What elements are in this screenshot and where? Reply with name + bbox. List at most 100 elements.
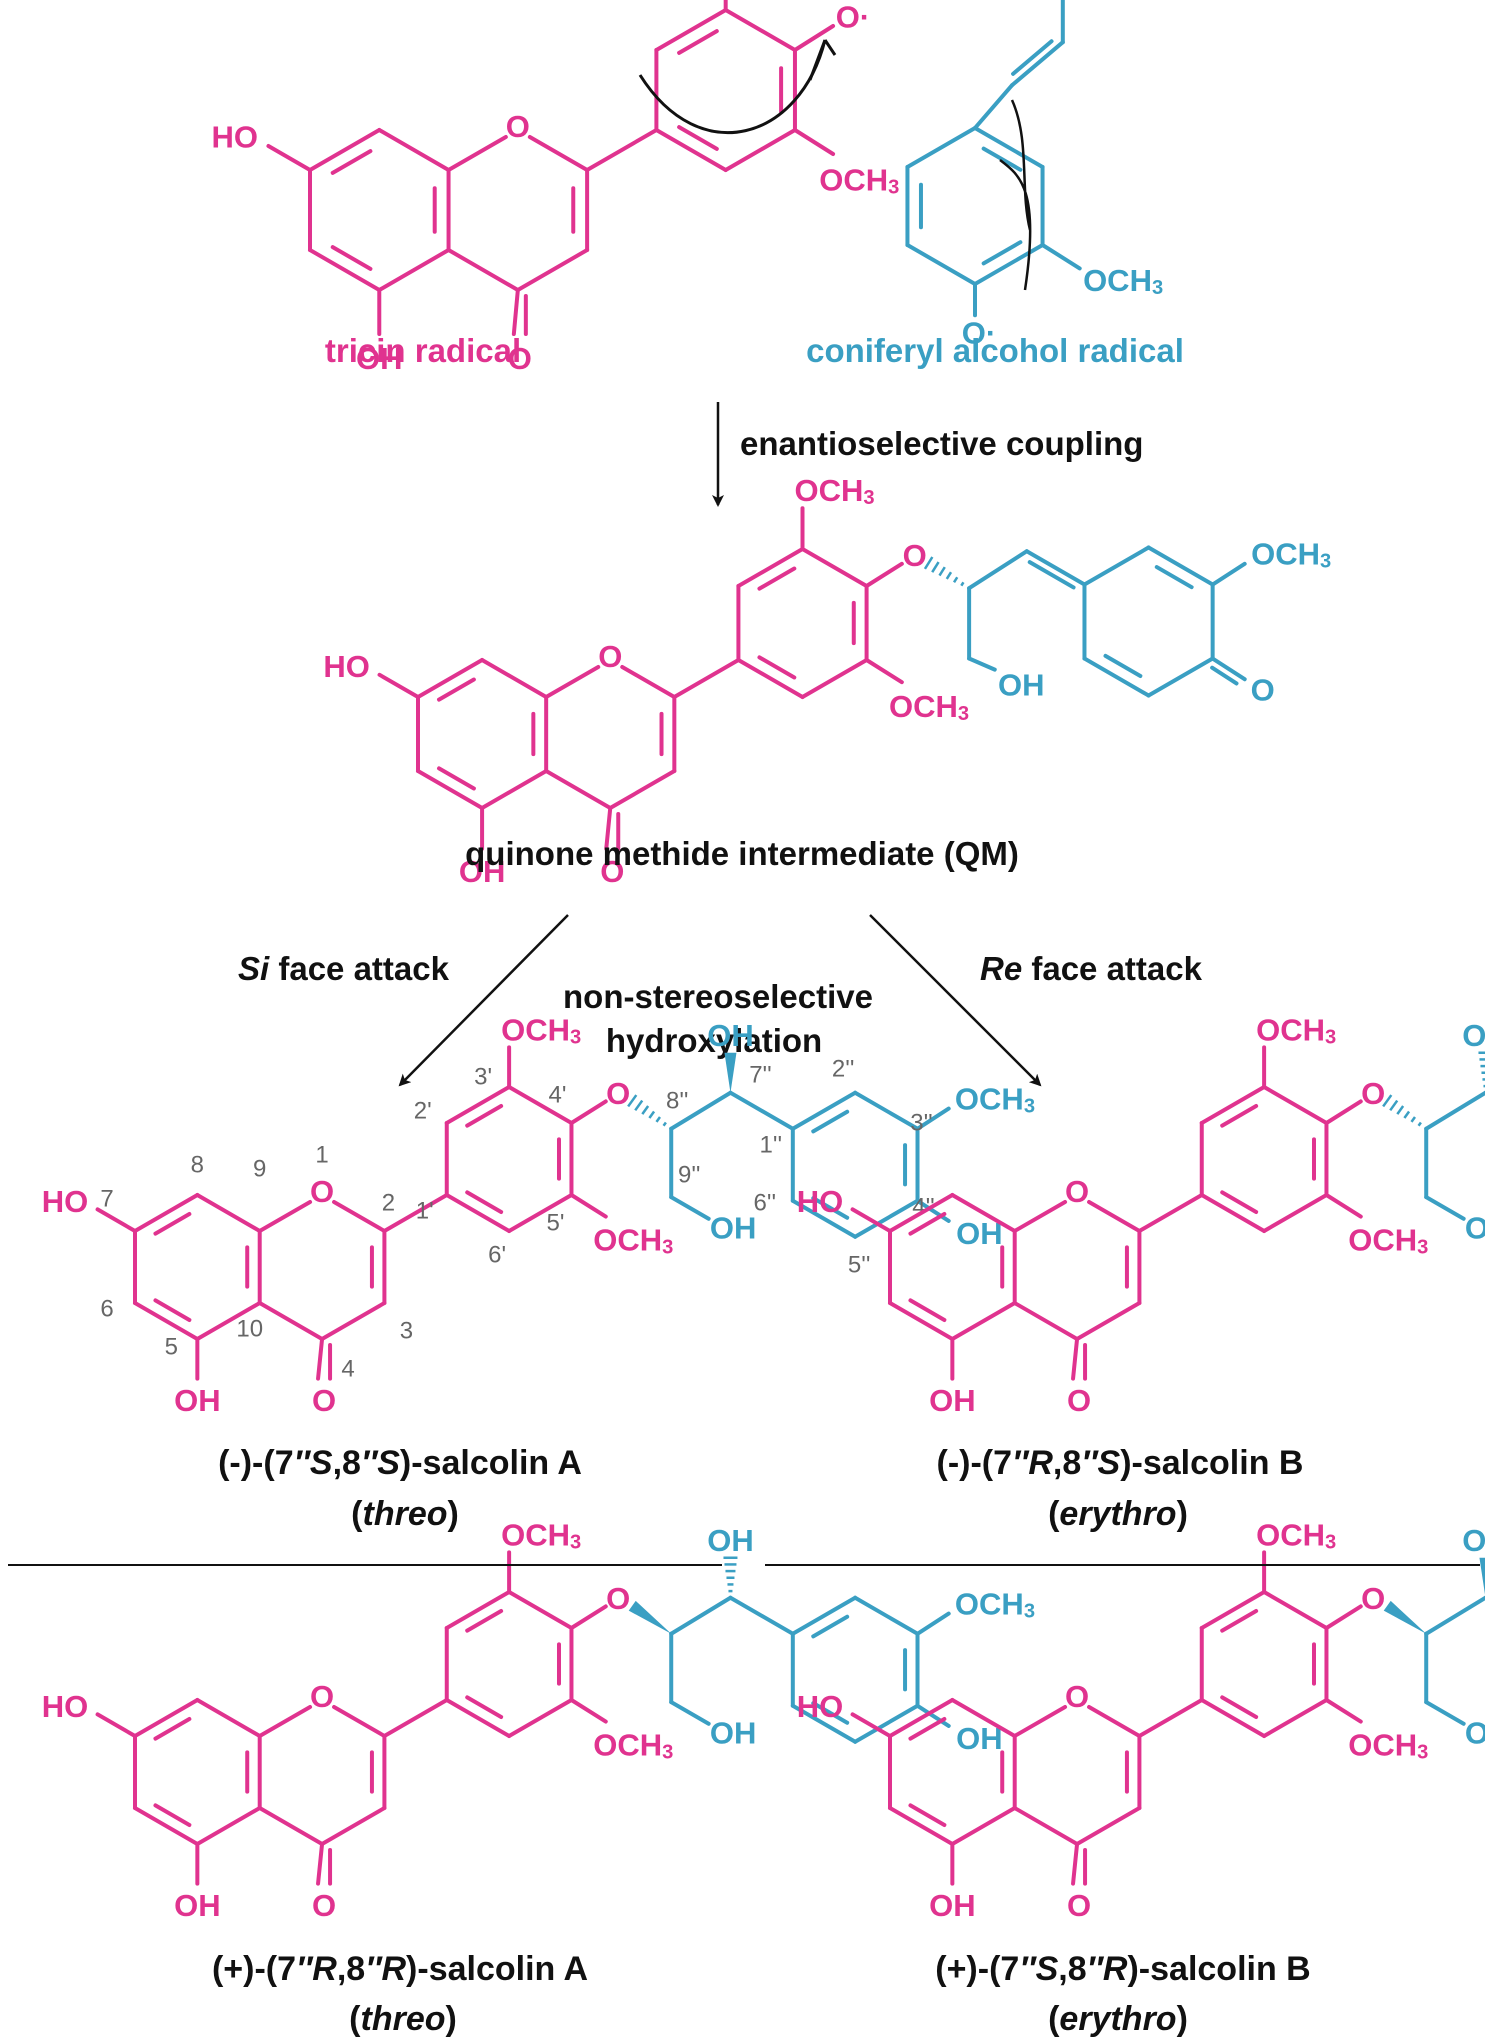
bond	[1262, 1085, 1329, 1125]
bond	[608, 769, 677, 810]
bond	[1137, 1193, 1204, 1233]
radical-coupling-halfhead	[808, 39, 837, 81]
atom-label: O	[310, 1174, 334, 1209]
salcolin-b-minus-config: (erythro)	[1048, 1495, 1188, 1533]
hash-bond	[1410, 1116, 1416, 1123]
bond	[133, 1698, 200, 1738]
bond	[1262, 1590, 1329, 1630]
atom-label: HO	[797, 1688, 844, 1723]
bond	[800, 547, 869, 588]
atom-label: OH	[459, 853, 506, 888]
bond	[569, 1193, 608, 1219]
atom-number: 4'	[548, 1082, 566, 1109]
bond	[377, 128, 451, 172]
atom-number: 9''	[678, 1162, 701, 1189]
bond	[1199, 1590, 1267, 1630]
bond	[257, 1806, 325, 1846]
bond	[507, 1590, 574, 1630]
atom-label: HO	[212, 119, 259, 154]
bond	[736, 658, 805, 699]
bond	[382, 1193, 449, 1233]
atom-label: O	[1361, 1580, 1385, 1615]
bond	[544, 769, 613, 810]
atom-label: OH	[1465, 1210, 1485, 1245]
bond	[416, 769, 485, 810]
hash-bond	[1389, 1099, 1399, 1112]
atom-label: OCH3	[1348, 1222, 1428, 1259]
bond	[654, 128, 728, 172]
atom-label: O	[310, 1679, 334, 1714]
bond	[1082, 656, 1151, 698]
atom-label: OH	[1462, 1522, 1485, 1557]
bond	[723, 8, 797, 52]
hash-bond	[1382, 1094, 1393, 1108]
bond	[515, 248, 590, 292]
bond	[950, 1301, 1017, 1341]
bond	[1424, 1700, 1466, 1726]
atom-label: OCH3	[819, 162, 899, 199]
bond	[672, 658, 741, 699]
double-bond	[811, 1109, 850, 1134]
atom-number: 3''	[910, 1109, 933, 1136]
atom-label: O	[506, 109, 530, 144]
bond	[195, 1193, 262, 1233]
double-bond	[908, 1298, 947, 1322]
bond	[1137, 1698, 1204, 1738]
bond	[308, 248, 382, 292]
bond	[1012, 1200, 1068, 1233]
bond	[973, 243, 1045, 286]
atom-label: O	[903, 537, 927, 572]
atom-label: O	[1065, 1174, 1089, 1209]
bond	[569, 1604, 608, 1630]
bond	[1424, 1195, 1466, 1221]
atom-label: OCH3	[501, 1012, 581, 1049]
hash-bond	[1417, 1121, 1422, 1127]
bond	[604, 806, 613, 851]
bond	[133, 1193, 200, 1233]
atom-label: OCH3	[1348, 1727, 1428, 1764]
wedge-bond	[628, 1600, 672, 1634]
bond	[669, 1195, 711, 1221]
atom-number: 5'	[546, 1210, 564, 1237]
bond	[888, 1698, 955, 1738]
bond	[569, 1698, 608, 1724]
atom-label: OH	[1465, 1715, 1485, 1750]
bond	[1210, 561, 1247, 587]
salcolin-a-minus-config: (threo)	[351, 1495, 459, 1533]
bond	[382, 1698, 449, 1738]
bond	[905, 126, 977, 169]
double-bond	[1220, 1190, 1259, 1214]
hydroxylation-label-line2: hydroxylation	[606, 1022, 822, 1059]
radical-coupling-arrow	[638, 39, 827, 134]
atom-label: O	[508, 341, 532, 376]
double-bond	[908, 1717, 947, 1741]
atom-label: OCH3	[593, 1222, 673, 1259]
bond	[95, 1712, 137, 1738]
coniferyl-alcohol-radical-label: coniferyl alcohol radical	[806, 332, 1184, 369]
atom-label: OCH3	[1256, 1012, 1336, 1049]
atom-number: 3'	[474, 1064, 492, 1091]
bond	[377, 248, 451, 292]
atom-label: OCH3	[889, 688, 969, 725]
bond	[569, 1099, 608, 1125]
bond	[257, 1705, 313, 1738]
atom-number: 2'	[414, 1098, 432, 1125]
bond	[1262, 1193, 1329, 1233]
atom-number: 5	[165, 1334, 178, 1361]
bond	[1040, 243, 1082, 271]
atom-label: OH	[356, 341, 403, 376]
hash-bond	[655, 1116, 661, 1123]
bond	[320, 1806, 387, 1846]
bond	[257, 1200, 313, 1233]
bond	[507, 1698, 574, 1738]
hash-bond	[627, 1094, 638, 1108]
double-bond	[757, 655, 797, 680]
bond	[864, 658, 904, 685]
atom-label: O	[598, 639, 622, 674]
bond	[316, 1842, 325, 1886]
